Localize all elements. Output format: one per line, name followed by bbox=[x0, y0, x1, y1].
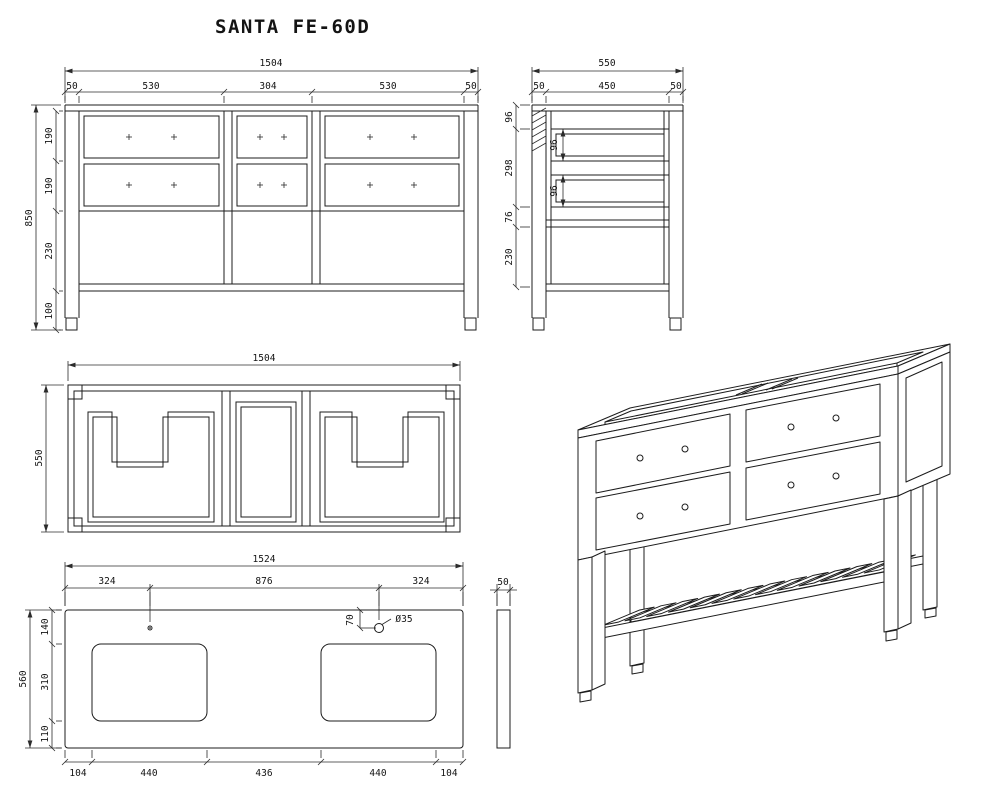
dim-front-height-seg: 230 bbox=[44, 242, 55, 259]
side-view bbox=[531, 104, 684, 331]
foot bbox=[631, 663, 644, 675]
dim-front-seg: 50 bbox=[465, 81, 477, 92]
drawer-front bbox=[745, 383, 881, 463]
dim-side-height-seg: 298 bbox=[504, 159, 515, 176]
knob bbox=[787, 481, 795, 489]
plan-view bbox=[67, 384, 461, 533]
dim-counter-bottom-seg: 104 bbox=[440, 768, 457, 779]
front-view bbox=[64, 104, 479, 331]
front-left-leg bbox=[577, 556, 593, 694]
drawer-front bbox=[745, 441, 881, 521]
front-right-leg bbox=[883, 495, 899, 633]
side-view-dimensions: 550 50 450 50 96 298 76 230 96 96 bbox=[504, 58, 684, 287]
dim-plan-depth: 550 bbox=[34, 449, 45, 466]
dim-front-height-seg: 190 bbox=[44, 127, 55, 144]
isometric-view bbox=[577, 343, 951, 703]
drawing-title: SANTA FE-60D bbox=[215, 16, 370, 38]
drawer-front bbox=[595, 413, 731, 494]
dim-front-seg: 304 bbox=[259, 81, 276, 92]
countertop-dimensions: 1524 324 876 324 70 Ø35 560 140 310 110 … bbox=[18, 554, 517, 779]
back-left-leg bbox=[629, 534, 645, 667]
dim-counter-top-seg: 876 bbox=[255, 576, 272, 587]
knob bbox=[832, 414, 840, 422]
dim-front-height-seg: 190 bbox=[44, 177, 55, 194]
knob bbox=[636, 512, 644, 520]
dim-counter-top-seg: 324 bbox=[412, 576, 429, 587]
plan-view-dimensions: 1504 550 bbox=[34, 353, 461, 533]
dim-front-seg: 530 bbox=[379, 81, 396, 92]
dim-front-total-height: 850 bbox=[24, 209, 35, 226]
dim-counter-bottom-seg: 440 bbox=[369, 768, 386, 779]
sink-left bbox=[91, 643, 208, 722]
dim-drawer-height: 96 bbox=[549, 139, 560, 151]
dim-counter-bottom-seg: 104 bbox=[69, 768, 86, 779]
dim-side-seg: 50 bbox=[670, 81, 682, 92]
knob bbox=[681, 503, 689, 511]
dim-plan-width: 1504 bbox=[253, 353, 276, 364]
dim-side-height-seg: 96 bbox=[504, 111, 515, 123]
shelf-slats bbox=[602, 554, 916, 626]
faucet-hole-left bbox=[147, 625, 153, 631]
knob bbox=[787, 423, 795, 431]
foot bbox=[924, 607, 937, 619]
dim-front-seg: 50 bbox=[66, 81, 78, 92]
knob bbox=[832, 472, 840, 480]
dim-counter-total-depth: 560 bbox=[18, 670, 29, 687]
back-right-leg bbox=[922, 478, 938, 611]
dim-drawer-height: 96 bbox=[549, 185, 560, 197]
top-opening bbox=[604, 351, 924, 423]
dim-counter-thickness: 50 bbox=[497, 577, 509, 588]
front-view-dimensions: 1504 50 530 304 530 50 850 190 190 230 1… bbox=[24, 58, 479, 331]
dim-counter-depth-seg: 110 bbox=[40, 725, 51, 742]
dim-front-total-width: 1504 bbox=[260, 58, 283, 69]
knob bbox=[681, 445, 689, 453]
dim-counter-bottom-seg: 436 bbox=[255, 768, 272, 779]
dim-side-seg: 450 bbox=[598, 81, 615, 92]
dimension-ticks bbox=[48, 88, 687, 766]
section-hatch bbox=[531, 107, 547, 152]
foot bbox=[579, 690, 592, 703]
dim-counter-total-width: 1524 bbox=[253, 554, 276, 565]
knob bbox=[636, 454, 644, 462]
drawer-front bbox=[595, 471, 731, 551]
dim-counter-bottom-seg: 440 bbox=[140, 768, 157, 779]
dim-front-height-seg: 100 bbox=[44, 302, 55, 319]
dim-faucet-diameter: Ø35 bbox=[395, 614, 412, 625]
dim-side-height-seg: 230 bbox=[504, 248, 515, 265]
dim-counter-top-seg: 324 bbox=[98, 576, 115, 587]
countertop-view bbox=[64, 609, 464, 749]
drawer-handle-marks bbox=[126, 134, 417, 188]
dim-front-seg: 530 bbox=[142, 81, 159, 92]
dim-side-seg: 50 bbox=[533, 81, 545, 92]
dim-faucet-offset: 70 bbox=[345, 614, 356, 626]
foot bbox=[885, 629, 898, 642]
sink-right bbox=[320, 643, 437, 722]
dim-counter-depth-seg: 140 bbox=[40, 618, 51, 635]
dim-counter-depth-seg: 310 bbox=[40, 673, 51, 690]
countertop-side-view bbox=[496, 609, 511, 749]
dim-side-total-width: 550 bbox=[598, 58, 615, 69]
dim-side-height-seg: 76 bbox=[504, 211, 515, 223]
